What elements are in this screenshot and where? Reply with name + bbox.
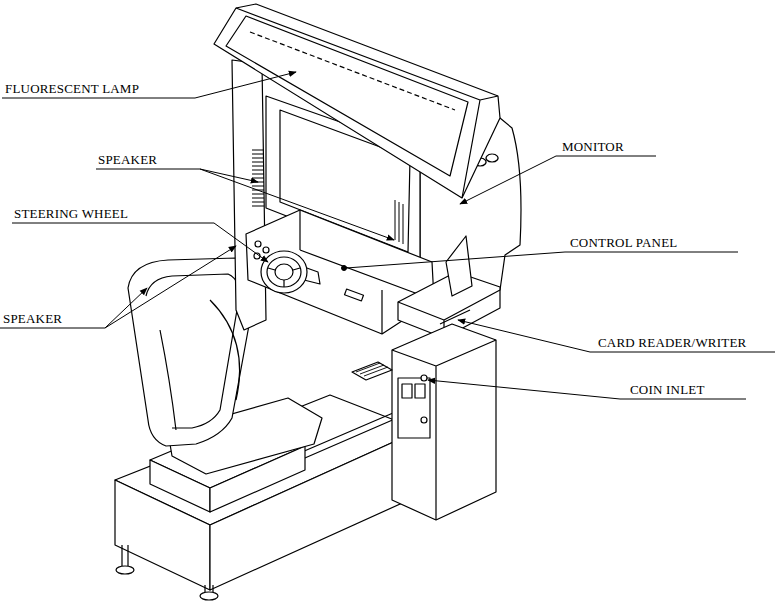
pedal: [352, 362, 392, 380]
button: [255, 241, 261, 247]
part-label: SPEAKER: [98, 152, 157, 167]
seat-back-inner: [146, 274, 239, 428]
card-flap: [446, 236, 472, 296]
lamp-panel: [226, 16, 468, 176]
leader-line: [458, 320, 775, 352]
leader-line: [428, 380, 746, 399]
adjuster-foot: [200, 592, 218, 600]
leader-dot: [342, 266, 347, 271]
coin-pedestal: [392, 340, 496, 520]
part-label: SPEAKER: [3, 311, 62, 326]
steering-wheel: [267, 257, 301, 287]
part-label: FLUORESCENT LAMP: [5, 81, 139, 96]
sign-housing: [214, 4, 500, 198]
coin-pedestal: [392, 324, 496, 520]
leader-line: [96, 169, 258, 182]
leader-line: [200, 169, 394, 240]
pedal-lines: [356, 363, 388, 376]
part-label: CARD READER/WRITER: [598, 335, 746, 350]
leader-line: [12, 223, 268, 262]
lamp-tube: [250, 32, 455, 110]
button: [263, 247, 269, 253]
cabinet-column: [232, 60, 266, 330]
cabinet-drawing: [115, 4, 521, 600]
coin-lock: [421, 375, 427, 381]
leader-line: [346, 252, 738, 268]
leader-line: [460, 156, 656, 204]
part-label: COIN INLET: [630, 382, 705, 397]
steering-spoke: [268, 268, 300, 287]
steering-wheel: [261, 251, 307, 293]
panel-slot: [345, 289, 364, 301]
coin-door: [398, 378, 430, 438]
part-label: CONTROL PANEL: [570, 235, 677, 250]
leader-lines: [0, 72, 775, 399]
adjuster-foot: [116, 566, 134, 574]
leader-line: [105, 246, 236, 328]
leader-line: [2, 72, 296, 98]
speaker-grille: [395, 200, 403, 244]
steering-hub: [275, 264, 293, 280]
adjuster-foot: [122, 545, 213, 593]
seat-bolster: [160, 300, 240, 430]
coin-lock: [421, 417, 427, 423]
speaker-grille: [252, 150, 264, 206]
part-label: MONITOR: [562, 139, 624, 154]
coin-slot: [415, 384, 425, 398]
coin-slot: [402, 384, 412, 398]
part-label: STEERING WHEEL: [14, 206, 128, 221]
leader-line: [0, 288, 147, 328]
